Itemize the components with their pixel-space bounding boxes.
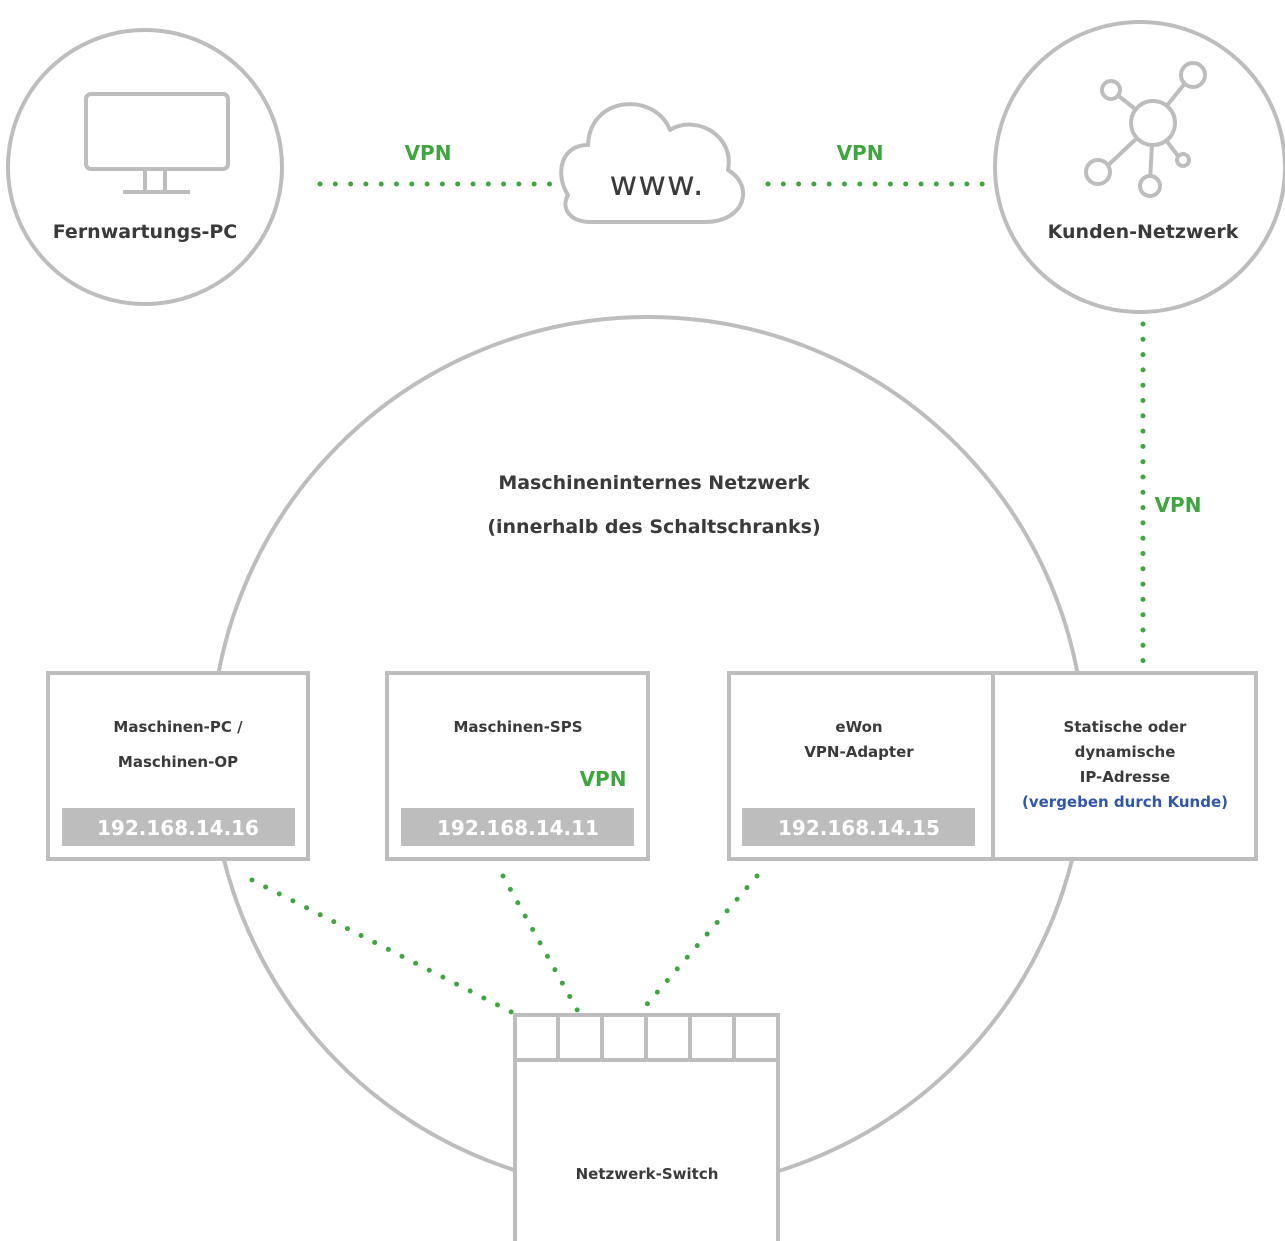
ewon-label-2: VPN-Adapter bbox=[804, 743, 914, 761]
cloud-icon bbox=[559, 102, 746, 224]
machine-pc-label-1: Maschinen-PC / bbox=[113, 718, 243, 736]
vpn-label-left: VPN bbox=[405, 141, 452, 165]
machine-sps-ip: 192.168.14.11 bbox=[437, 816, 599, 840]
remote-pc-label: Fernwartungs-PC bbox=[53, 221, 238, 243]
customer-network-circle bbox=[993, 20, 1285, 314]
vpn-label-vertical: VPN bbox=[1155, 493, 1202, 517]
vpn-line-sps-switch bbox=[500, 873, 588, 1027]
switch-ports-icon bbox=[513, 1013, 780, 1241]
customer-network-label: Kunden-Netzwerk bbox=[1048, 221, 1239, 243]
internet-label: www. bbox=[609, 164, 704, 204]
machine-sps-ip-bar bbox=[401, 808, 634, 846]
ip-address-line-1: Statische oder bbox=[1064, 718, 1188, 736]
ip-address-line-3: IP-Adresse bbox=[1080, 768, 1170, 786]
machine-network-title: Maschineninternes Netzwerk bbox=[498, 472, 810, 494]
ip-address-box bbox=[991, 671, 1258, 861]
ewon-ip-bar bbox=[742, 808, 975, 846]
machine-pc-label-2: Maschinen-OP bbox=[118, 753, 238, 771]
ip-address-line-2: dynamische bbox=[1075, 743, 1176, 761]
monitor-icon bbox=[84, 92, 230, 194]
vpn-label-switch: VPN bbox=[580, 767, 627, 791]
vpn-line-pc-switch bbox=[249, 877, 538, 1027]
machine-pc-ip-bar bbox=[62, 808, 295, 846]
ip-address-note: (vergeben durch Kunde) bbox=[1022, 793, 1228, 811]
network-hub-icon bbox=[1084, 61, 1207, 198]
vpn-line-ewon-switch bbox=[627, 873, 760, 1027]
ewon-label-1: eWon bbox=[835, 718, 882, 736]
machine-pc-ip: 192.168.14.16 bbox=[97, 816, 259, 840]
switch-label: Netzwerk-Switch bbox=[576, 1165, 719, 1183]
machine-network-subtitle: (innerhalb des Schaltschranks) bbox=[487, 516, 820, 538]
machine-sps-label: Maschinen-SPS bbox=[453, 718, 582, 736]
remote-pc-circle bbox=[6, 28, 284, 306]
ewon-ip: 192.168.14.15 bbox=[778, 816, 940, 840]
vpn-label-right: VPN bbox=[837, 141, 884, 165]
